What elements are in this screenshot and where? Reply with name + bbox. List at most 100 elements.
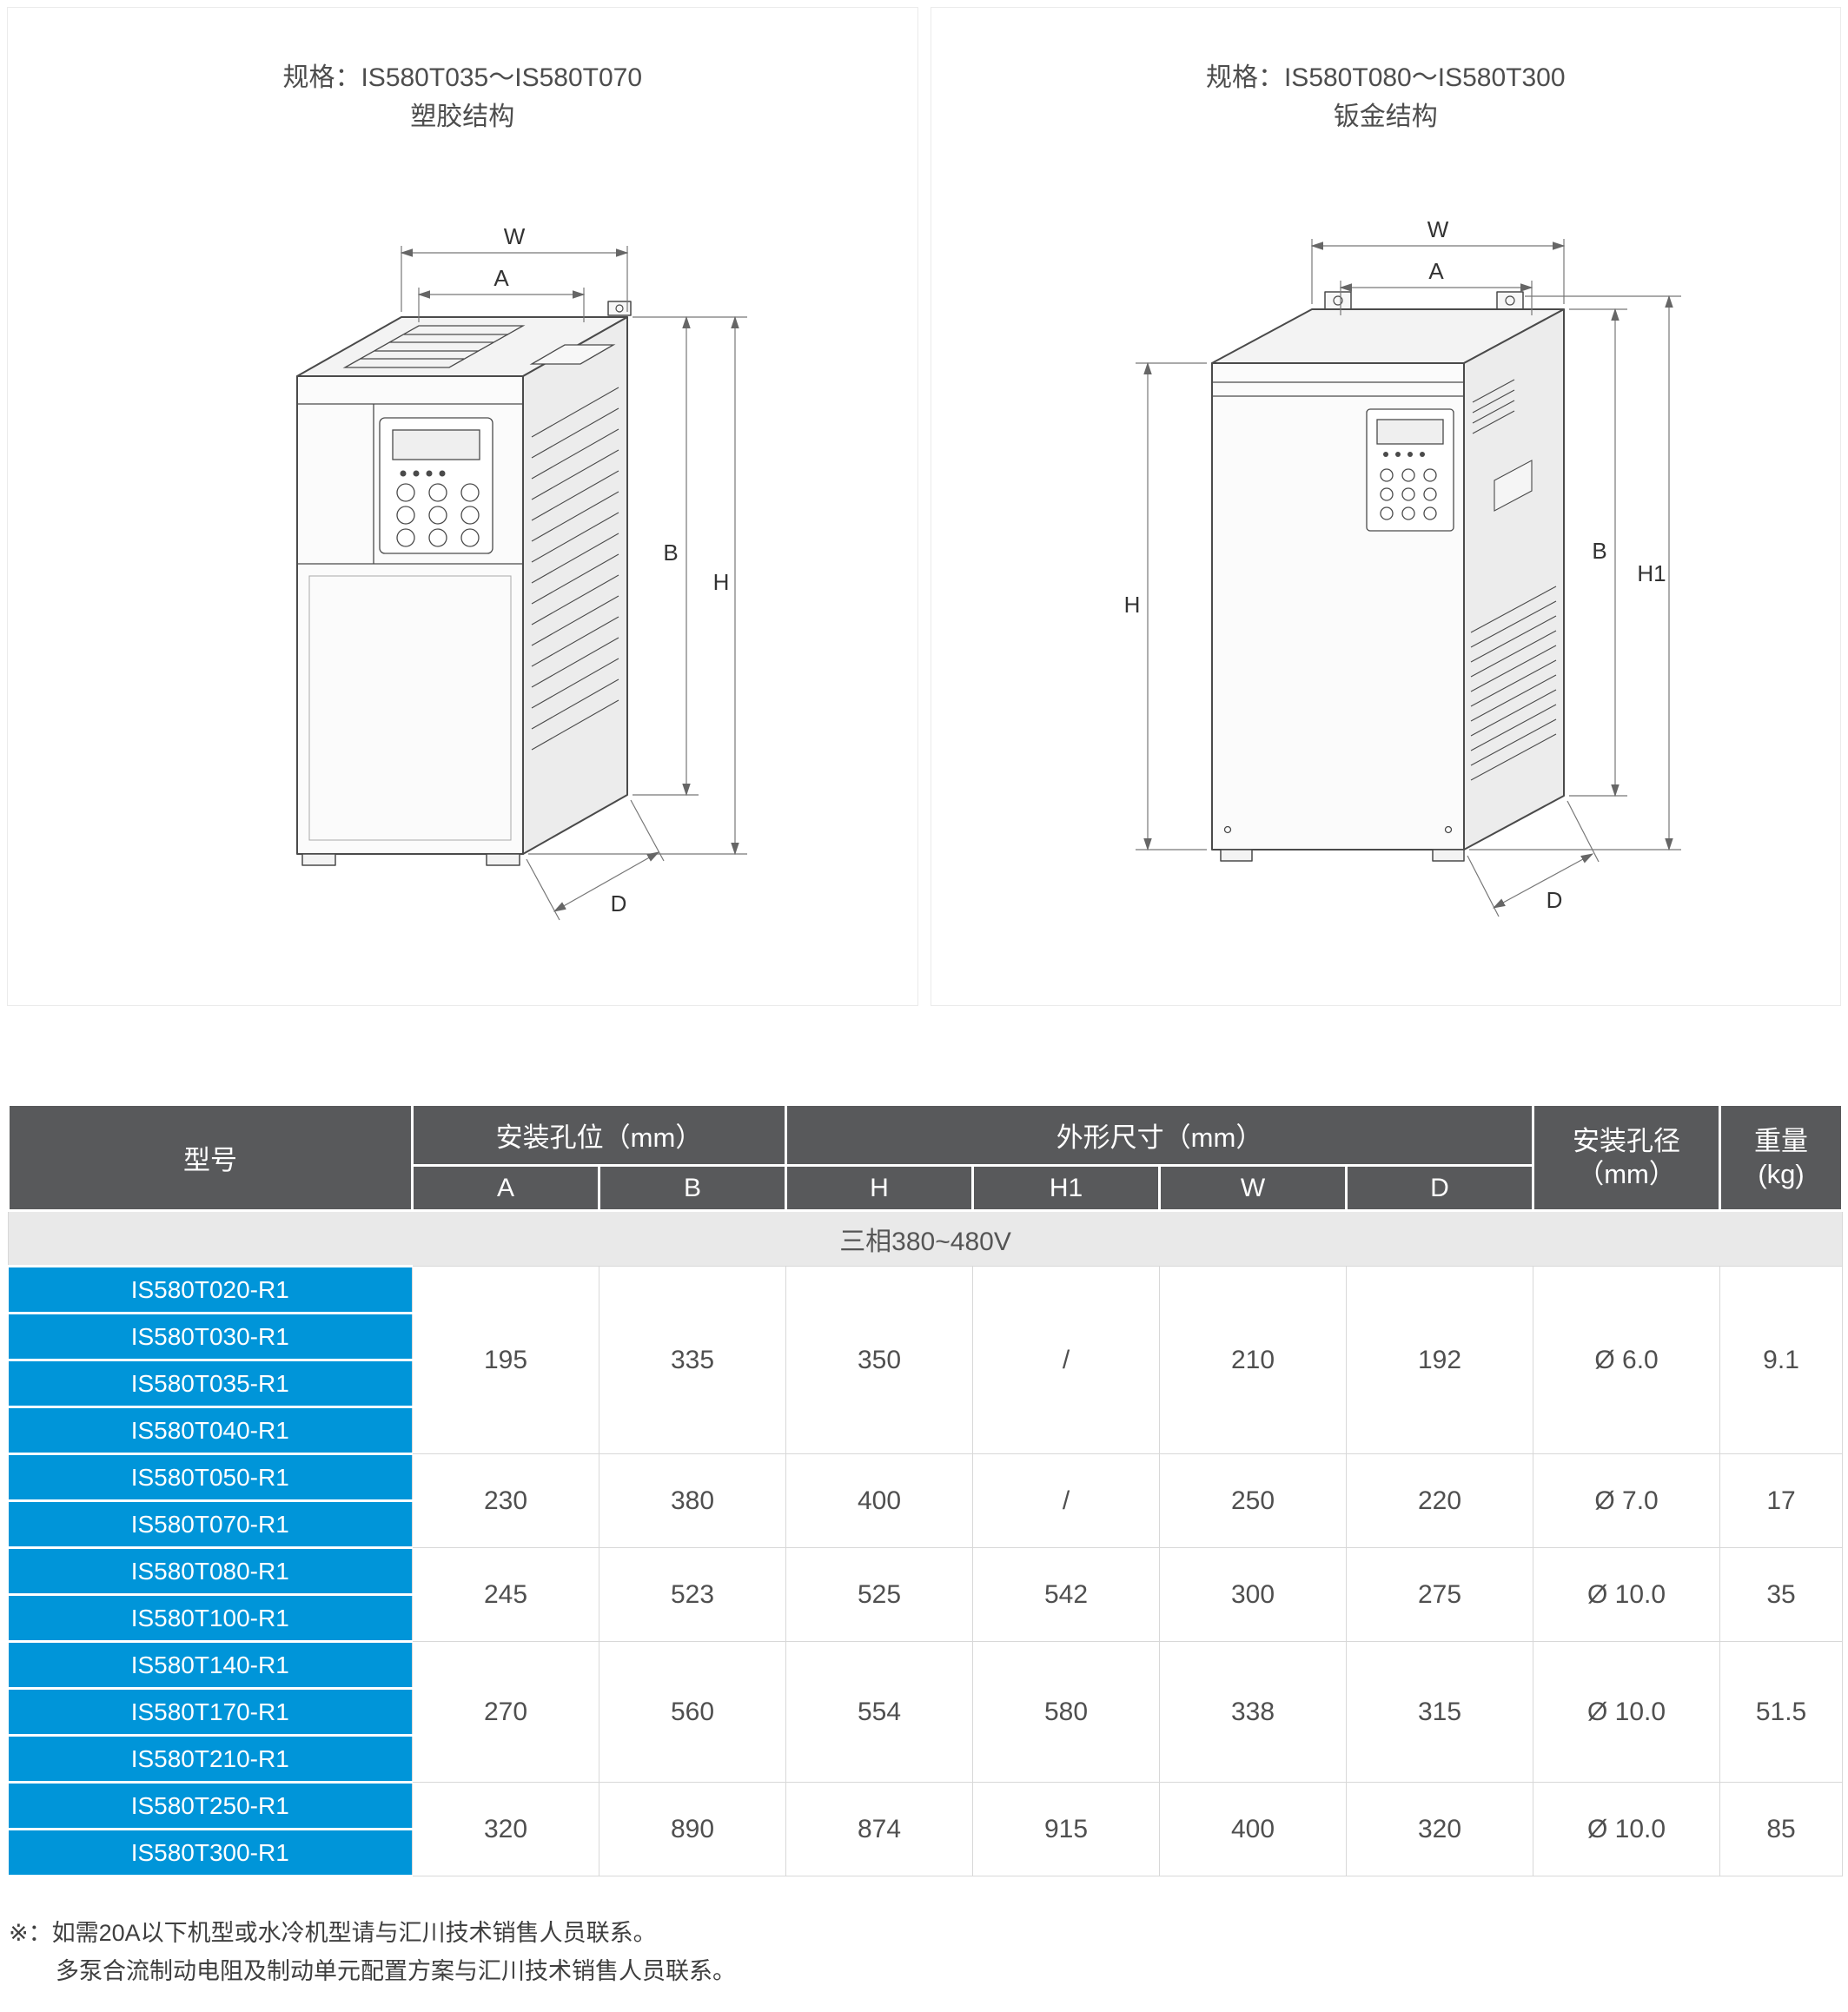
value-h: 525	[785, 1547, 973, 1642]
dim-label-d: D	[611, 890, 627, 917]
value-d: 315	[1345, 1641, 1534, 1783]
value-hole-dia: Ø 10.0	[1533, 1547, 1721, 1642]
value-a: 320	[412, 1782, 599, 1876]
voltage-band: 三相380~480V	[7, 1210, 1844, 1267]
model-cell: IS580T250-R1	[8, 1781, 413, 1830]
model-cell: IS580T080-R1	[8, 1546, 413, 1596]
value-w: 250	[1159, 1453, 1347, 1548]
value-b: 890	[599, 1782, 786, 1876]
dimensions-table: 型号 安装孔位（mm） 外形尺寸（mm） 安装孔径 （mm） 重量 (kg) A…	[7, 1103, 1845, 1877]
value-d: 320	[1345, 1782, 1534, 1876]
subheader-w: W	[1158, 1164, 1348, 1212]
panel-subtitle: 塑胶结构	[410, 103, 515, 131]
dim-label-w: W	[504, 223, 526, 249]
dim-label-a: A	[1428, 258, 1444, 284]
model-cell: IS580T030-R1	[8, 1312, 413, 1361]
value-w: 300	[1159, 1547, 1347, 1642]
device-body	[296, 301, 632, 866]
value-d: 220	[1345, 1453, 1534, 1548]
subheader-a: A	[411, 1164, 600, 1212]
keypad	[379, 417, 493, 554]
header-outline-dims: 外形尺寸（mm）	[784, 1103, 1535, 1167]
header-weight-line2: (kg)	[1758, 1158, 1805, 1189]
value-h: 400	[785, 1453, 973, 1548]
table-row: IS580T300-R1	[8, 1828, 1843, 1877]
value-a: 230	[412, 1453, 599, 1548]
value-weight: 85	[1719, 1782, 1844, 1876]
footnotes: ※：如需20A以下机型或水冷机型请与汇川技术销售人员联系。 多泵合流制动电阻及制…	[9, 1914, 1848, 1990]
mounting-ear-hole	[1333, 295, 1343, 306]
value-d: 192	[1345, 1266, 1534, 1454]
sheet-metal-drive-technical-drawing: W A H B H1 D	[1123, 216, 1681, 917]
panel-title: 规格：IS580T035～IS580T070	[282, 63, 643, 92]
value-w: 338	[1159, 1641, 1347, 1783]
value-h1: 542	[972, 1547, 1160, 1642]
value-weight: 17	[1719, 1453, 1844, 1548]
subheader-d: D	[1344, 1164, 1535, 1212]
value-h1: /	[972, 1453, 1160, 1548]
value-a: 195	[412, 1266, 599, 1454]
model-cell: IS580T140-R1	[8, 1640, 413, 1690]
model-cell: IS580T040-R1	[8, 1406, 413, 1455]
plastic-drive-technical-drawing: W A B H D	[296, 223, 748, 921]
table-row: IS580T100-R1	[8, 1593, 1843, 1643]
dim-label-d: D	[1546, 887, 1562, 913]
dim-label-h: H	[713, 569, 730, 595]
mounting-ear-hole	[1505, 295, 1515, 306]
table-row: IS580T140-R1 270 560 554 580 338 315 Ø 1…	[8, 1640, 1844, 1783]
header-hole-diameter-line1: 安装孔径	[1573, 1125, 1681, 1156]
value-h: 874	[785, 1782, 973, 1876]
dim-label-b: B	[1592, 538, 1606, 564]
value-d: 275	[1345, 1547, 1534, 1642]
header-weight-line1: 重量	[1754, 1125, 1809, 1156]
header-mounting-holes: 安装孔位（mm）	[411, 1103, 787, 1167]
header-row-2: A B H H1 W D	[9, 1164, 1843, 1212]
table-row: IS580T070-R1	[8, 1499, 1843, 1549]
dim-label-b: B	[664, 539, 679, 566]
value-w: 210	[1159, 1266, 1347, 1454]
model-cell: IS580T300-R1	[8, 1828, 413, 1877]
value-weight: 9.1	[1719, 1266, 1844, 1454]
front-cover-seams	[1211, 381, 1464, 834]
table-row: IS580T020-R1 195 335 350 / 210 192 Ø 6.0…	[8, 1265, 1844, 1454]
header-weight: 重量 (kg)	[1719, 1103, 1845, 1212]
subheader-h: H	[785, 1164, 974, 1212]
model-cell: IS580T100-R1	[8, 1593, 413, 1643]
mounting-hole	[615, 304, 624, 313]
value-hole-dia: Ø 10.0	[1533, 1641, 1721, 1783]
value-weight: 51.5	[1719, 1641, 1844, 1783]
table-row: IS580T030-R1	[8, 1312, 1843, 1361]
header-hole-diameter-line2: （mm）	[1577, 1158, 1676, 1189]
side-vent-grille	[531, 387, 619, 751]
value-a: 270	[412, 1641, 599, 1783]
panel-subtitle: 钣金结构	[1333, 103, 1438, 131]
model-cell: IS580T170-R1	[8, 1687, 413, 1737]
value-a: 245	[412, 1547, 599, 1642]
keypad	[1366, 408, 1454, 532]
header-row-1: 型号 安装孔位（mm） 外形尺寸（mm） 安装孔径 （mm） 重量 (kg)	[7, 1103, 1845, 1212]
top-fan-grille	[342, 325, 616, 368]
model-cell: IS580T020-R1	[8, 1265, 413, 1314]
value-w: 400	[1159, 1782, 1347, 1876]
value-hole-dia: Ø 7.0	[1533, 1453, 1721, 1548]
value-b: 335	[599, 1266, 786, 1454]
model-cell: IS580T035-R1	[8, 1359, 413, 1408]
value-h1: 915	[972, 1782, 1160, 1876]
header-model: 型号	[7, 1103, 414, 1212]
voltage-band-row: 三相380~480V	[7, 1210, 1844, 1267]
value-h: 554	[785, 1641, 973, 1783]
table-row: IS580T210-R1	[8, 1734, 1843, 1784]
value-h: 350	[785, 1266, 973, 1454]
dim-label-h1: H1	[1637, 560, 1666, 586]
front-cover-seams	[297, 403, 524, 841]
side-vent-grille	[1470, 379, 1557, 781]
table-row: IS580T170-R1	[8, 1687, 1843, 1737]
panel-plastic: 规格：IS580T035～IS580T070 塑胶结构	[7, 7, 918, 1006]
table-row: IS580T080-R1 245 523 525 542 300 275 Ø 1…	[8, 1546, 1844, 1642]
value-b: 380	[599, 1453, 786, 1548]
value-weight: 35	[1719, 1547, 1844, 1642]
dim-label-a: A	[494, 265, 510, 291]
dimension-lines	[401, 246, 748, 921]
table-row: IS580T050-R1 230 380 400 / 250 220 Ø 7.0…	[8, 1453, 1844, 1548]
value-hole-dia: Ø 10.0	[1533, 1782, 1721, 1876]
